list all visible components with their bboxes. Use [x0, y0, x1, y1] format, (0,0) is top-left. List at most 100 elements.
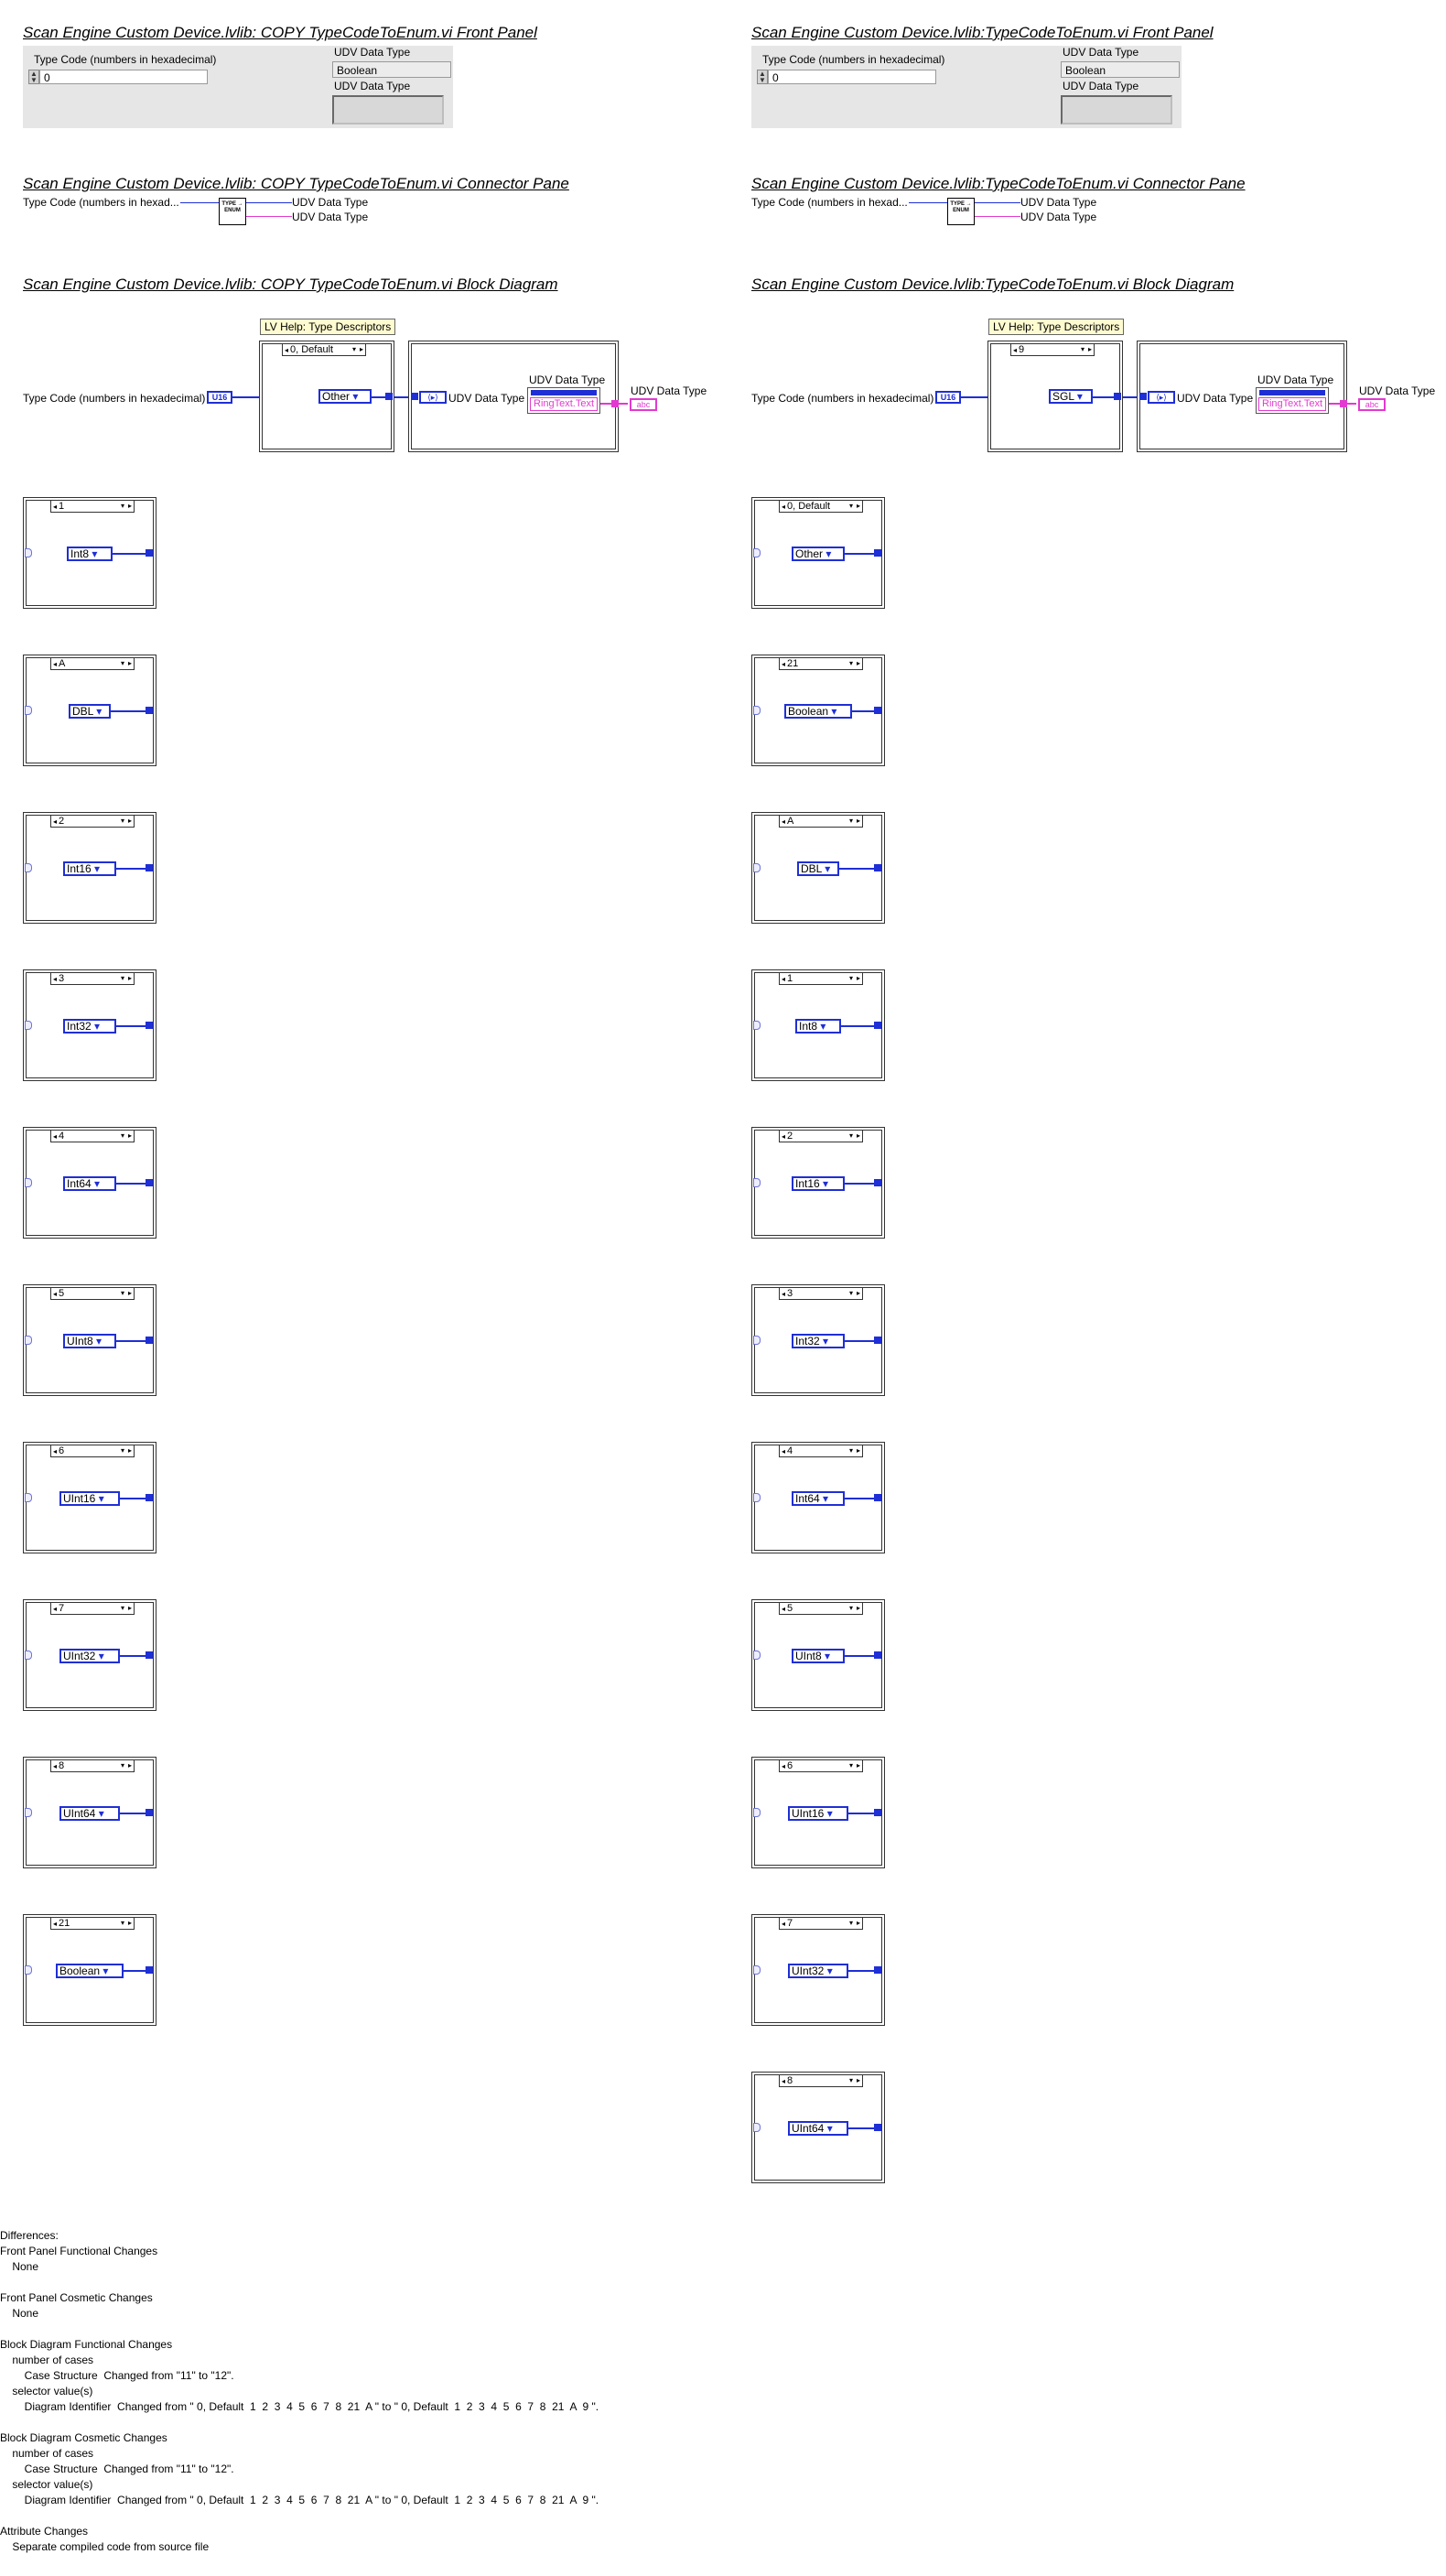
- case-enum-constant[interactable]: Int8 ▾: [67, 547, 113, 561]
- case-selector[interactable]: ◂4▾▸: [779, 1445, 863, 1457]
- bd-input-label: Type Code (numbers in hexadecimal): [23, 392, 206, 405]
- main-case-selector[interactable]: ◂0, Default▾▸: [282, 343, 366, 356]
- case-enum-constant[interactable]: UInt64 ▾: [59, 1806, 120, 1821]
- udv-indicator-2: [1061, 95, 1172, 124]
- case-out-wire: [845, 1655, 876, 1657]
- case-enum-constant[interactable]: Int16 ▾: [792, 1176, 845, 1191]
- case-out-tunnel: [874, 1494, 881, 1501]
- case-enum-constant[interactable]: Int32 ▾: [792, 1334, 845, 1348]
- case-selector[interactable]: ◂6▾▸: [50, 1445, 135, 1457]
- case-enum-constant[interactable]: UInt32 ▾: [788, 1964, 848, 1978]
- case-in-tunnel: [753, 548, 761, 557]
- case-out-tunnel: [874, 1022, 881, 1029]
- udv-string-terminal[interactable]: abc: [630, 398, 657, 411]
- case-selector[interactable]: ◂21▾▸: [50, 1917, 135, 1930]
- case-enum-constant[interactable]: UInt64 ▾: [788, 2121, 848, 2136]
- cp-input-wire: [180, 202, 219, 203]
- case-enum-constant[interactable]: Boolean ▾: [784, 704, 852, 719]
- diff-line: Case Structure Changed from "11" to "12"…: [0, 2462, 234, 2475]
- case-enum-constant[interactable]: UInt32 ▾: [59, 1649, 120, 1663]
- case-selector[interactable]: ◂8▾▸: [779, 2074, 863, 2087]
- case-selector[interactable]: ◂0, Default▾▸: [779, 500, 863, 513]
- typecode-to-enum-icon: TYPE → ENUM: [219, 198, 246, 225]
- case-in-tunnel: [753, 1651, 761, 1660]
- type-code-terminal[interactable]: U16: [207, 391, 232, 404]
- case-selector[interactable]: ◂A▾▸: [50, 657, 135, 670]
- case-out-tunnel: [874, 864, 881, 871]
- case-out-tunnel: [146, 1494, 153, 1501]
- case-enum-constant[interactable]: DBL ▾: [69, 704, 111, 719]
- case-enum-constant[interactable]: Int64 ▾: [792, 1491, 845, 1506]
- left-block-diagram-title: Scan Engine Custom Device.lvlib: COPY Ty…: [23, 276, 558, 293]
- case-enum-constant[interactable]: DBL ▾: [797, 861, 839, 876]
- case-selector[interactable]: ◂7▾▸: [779, 1917, 863, 1930]
- case-selector[interactable]: ◂A▾▸: [779, 815, 863, 828]
- case-enum-constant[interactable]: UInt8 ▾: [63, 1334, 116, 1348]
- case-in-tunnel: [25, 1493, 32, 1502]
- diff-line: number of cases: [0, 2447, 94, 2460]
- case-enum-constant[interactable]: UInt16 ▾: [788, 1806, 848, 1821]
- case-selector[interactable]: ◂21▾▸: [779, 657, 863, 670]
- diff-line: Diagram Identifier Changed from " 0, Def…: [0, 2400, 599, 2413]
- type-code-input[interactable]: 0: [768, 70, 936, 84]
- main-enum-constant[interactable]: SGL ▾: [1049, 389, 1093, 404]
- case-selector[interactable]: ◂6▾▸: [779, 1759, 863, 1772]
- case-selector[interactable]: ◂2▾▸: [50, 815, 135, 828]
- case-enum-constant[interactable]: Other ▾: [792, 547, 845, 561]
- case-selector[interactable]: ◂5▾▸: [779, 1602, 863, 1615]
- diff-line: Differences:: [0, 2229, 59, 2242]
- case-enum-constant[interactable]: Int32 ▾: [63, 1019, 116, 1034]
- type-code-input[interactable]: 0: [39, 70, 208, 84]
- ring-text-property-node[interactable]: RingText.Text: [1256, 387, 1329, 414]
- string-out-tunnel: [611, 400, 619, 407]
- case-out-wire: [116, 868, 147, 870]
- type-code-spinner[interactable]: ▲▼: [757, 70, 768, 84]
- case-in-tunnel: [753, 1336, 761, 1345]
- type-code-terminal[interactable]: U16: [935, 391, 961, 404]
- case-enum-constant[interactable]: Int64 ▾: [63, 1176, 116, 1191]
- case-selector[interactable]: ◂3▾▸: [779, 1287, 863, 1300]
- typecode-to-enum-icon: TYPE → ENUM: [947, 198, 975, 225]
- udv-enum-terminal[interactable]: ⟨▸⟩: [419, 391, 447, 404]
- right-front-panel: Type Code (numbers in hexadecimal) ▲▼ 0 …: [751, 46, 1182, 128]
- udv-value-1: Boolean: [332, 61, 451, 78]
- case-selector[interactable]: ◂2▾▸: [779, 1130, 863, 1142]
- udv-string-terminal[interactable]: abc: [1358, 398, 1386, 411]
- case-selector[interactable]: ◂4▾▸: [50, 1130, 135, 1142]
- diff-line: Separate compiled code from source file: [0, 2540, 210, 2553]
- case-selector[interactable]: ◂7▾▸: [50, 1602, 135, 1615]
- help-note: LV Help: Type Descriptors: [988, 319, 1125, 335]
- case-out-tunnel: [146, 549, 153, 557]
- cp-output-wire-1: [246, 202, 292, 203]
- case-enum-constant[interactable]: UInt8 ▾: [792, 1649, 845, 1663]
- udv-label-2: UDV Data Type: [1063, 80, 1139, 92]
- case-in-tunnel: [753, 1965, 761, 1975]
- case-enum-constant[interactable]: Boolean ▾: [56, 1964, 124, 1978]
- case-in-tunnel: [25, 1178, 32, 1187]
- case-in-tunnel: [753, 1493, 761, 1502]
- case-out-wire: [113, 553, 147, 555]
- seq-in-tunnel: [411, 393, 418, 400]
- ring-text-property-node[interactable]: RingText.Text: [527, 387, 600, 414]
- case-selector[interactable]: ◂1▾▸: [50, 500, 135, 513]
- case-out-tunnel: [146, 1179, 153, 1186]
- seq-in-tunnel: [1139, 393, 1147, 400]
- diff-line: None: [0, 2307, 39, 2320]
- case-selector[interactable]: ◂1▾▸: [779, 972, 863, 985]
- case-out-wire: [116, 1183, 147, 1185]
- case-selector[interactable]: ◂3▾▸: [50, 972, 135, 985]
- string-out-tunnel: [1340, 400, 1347, 407]
- diff-line: Block Diagram Cosmetic Changes: [0, 2431, 167, 2444]
- main-enum-constant[interactable]: Other ▾: [318, 389, 372, 404]
- case-enum-constant[interactable]: Int8 ▾: [795, 1019, 841, 1034]
- case-enum-constant[interactable]: Int16 ▾: [63, 861, 116, 876]
- udv-enum-terminal[interactable]: ⟨▸⟩: [1148, 391, 1175, 404]
- case-enum-constant[interactable]: UInt16 ▾: [59, 1491, 120, 1506]
- type-code-spinner[interactable]: ▲▼: [28, 70, 39, 84]
- case-in-tunnel: [25, 863, 32, 872]
- bd-input-label: Type Code (numbers in hexadecimal): [751, 392, 934, 405]
- case-selector[interactable]: ◂5▾▸: [50, 1287, 135, 1300]
- case-selector[interactable]: ◂8▾▸: [50, 1759, 135, 1772]
- main-case-selector[interactable]: ◂9▾▸: [1010, 343, 1095, 356]
- case-out-wire: [848, 2127, 876, 2129]
